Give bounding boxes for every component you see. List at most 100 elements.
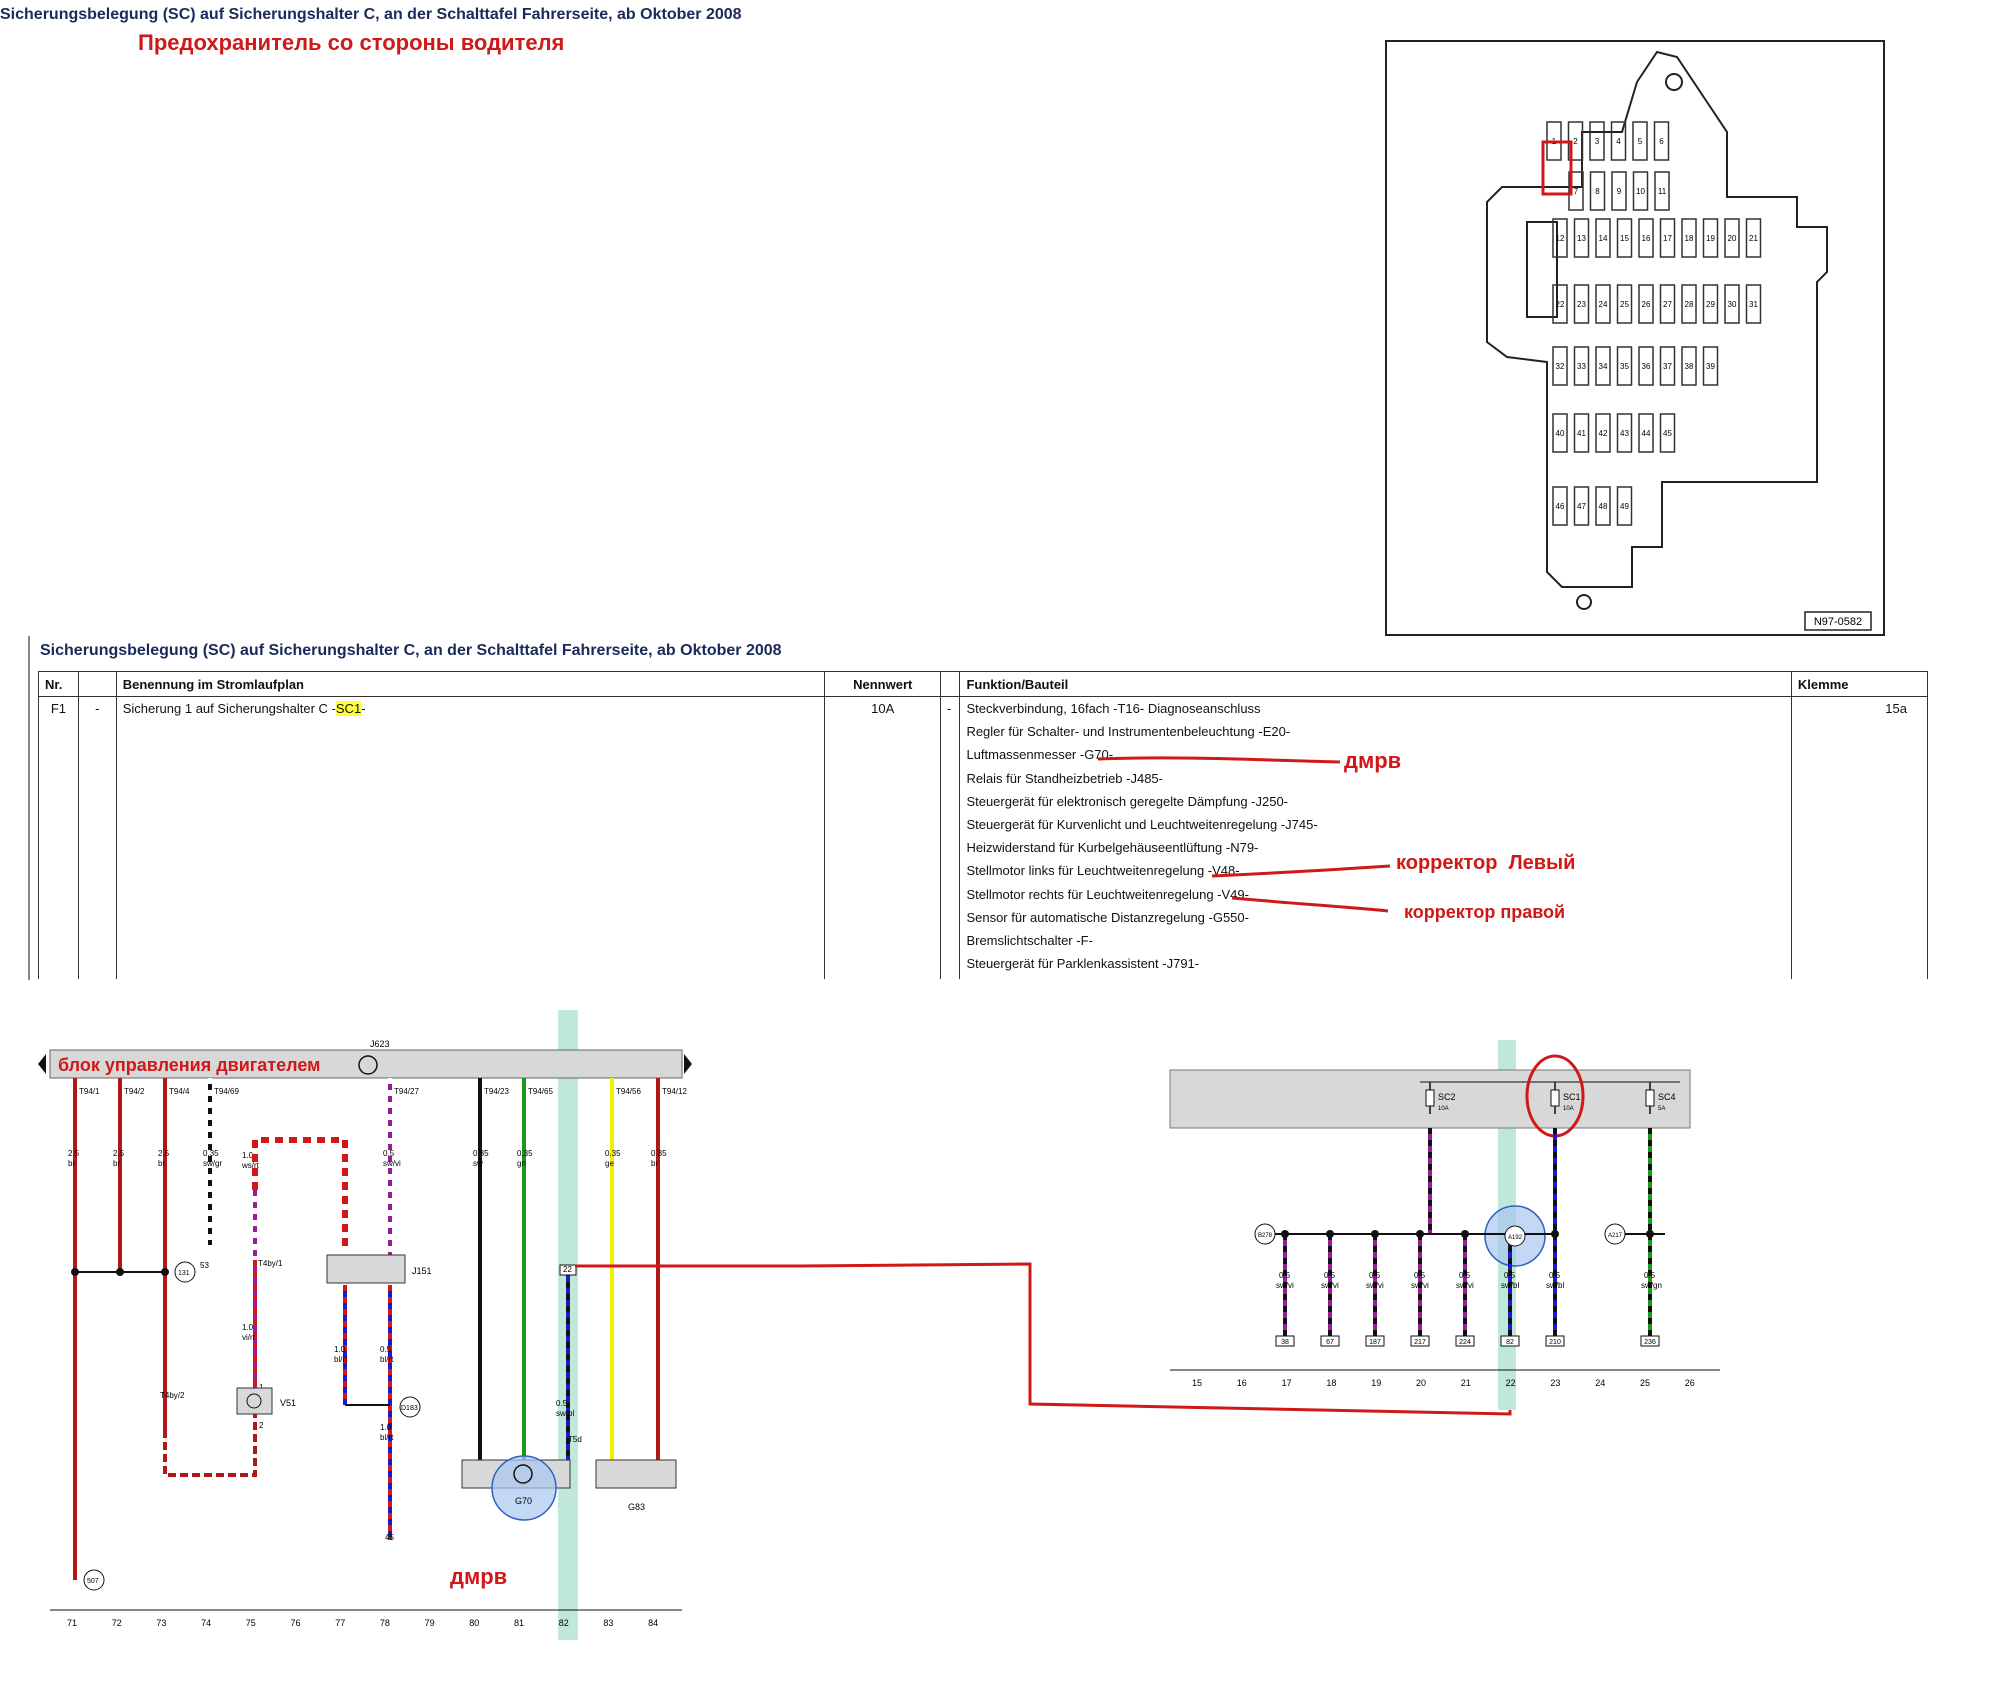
fuse-number: 37 (1663, 362, 1672, 371)
row-nr: F1 (38, 696, 79, 980)
wire-color: br (651, 1159, 658, 1168)
terminal-box (1500, 1335, 1520, 1347)
wire-size: 0.5 (1459, 1271, 1471, 1280)
wire-color: sw/vi (1321, 1281, 1339, 1290)
schematic-label: 0.5 (380, 1345, 392, 1354)
dmrv-label: дмрв (450, 1564, 507, 1589)
node-circle (1254, 1223, 1276, 1245)
fuse-slot (1573, 346, 1590, 386)
fuse-number: 3 (1595, 137, 1600, 146)
fuse-number: 45 (1663, 429, 1672, 438)
fuse-slot (1653, 121, 1670, 161)
ruler-tick: 16 (1237, 1378, 1247, 1388)
ruler-tick: 73 (156, 1618, 166, 1628)
row-klemme: 15a (1790, 696, 1929, 980)
terminal-label: 187 (1369, 1339, 1381, 1346)
g70-label: G70 (515, 1496, 532, 1506)
fuse-number: 7 (1574, 187, 1579, 196)
fuse-slot (1702, 218, 1719, 258)
ruler-tick: 81 (514, 1618, 524, 1628)
function-item: Bremslichtschalter -F- (966, 932, 1093, 948)
wire-size: 0.35 (517, 1149, 533, 1158)
g70-icon (513, 1464, 533, 1484)
wire-color: br (68, 1159, 75, 1168)
fuse-number: 47 (1577, 502, 1586, 511)
ruler-tick: 74 (201, 1618, 211, 1628)
fuse-number: 15 (1620, 234, 1629, 243)
wire-pin: T94/12 (662, 1087, 687, 1096)
col-dash (77, 671, 117, 697)
annotation-left-corrector: корректор Левый (1396, 852, 1576, 874)
ruler-tick: 23 (1550, 1378, 1560, 1388)
fuse-table: Nr. Benennung im Stromlaufplan Nennwert … (38, 671, 1929, 980)
terminal-box (1320, 1335, 1340, 1347)
fuse-slot (1616, 413, 1633, 453)
fuse-number: 8 (1595, 187, 1600, 196)
ruler-tick: 25 (1640, 1378, 1650, 1388)
fuse-value: 10A (1563, 1106, 1574, 1112)
fuse-slot (1616, 486, 1633, 526)
g70-highlight-circle (491, 1455, 557, 1521)
fuse-slot (1573, 413, 1590, 453)
node-circle (1504, 1225, 1526, 1247)
row-name-prefix: Sicherung 1 auf Sicherungshalter C - (122, 701, 336, 716)
wire-group-right: SC210ASC110ASC45A0.5sw/vi380.5sw/vi670.5… (1254, 1082, 1676, 1347)
wire-size: 0.35 (605, 1149, 621, 1158)
wire-pin: T94/2 (124, 1087, 145, 1096)
fuse-table-panel: Sicherungsbelegung (SC) auf Sicherungsha… (28, 636, 1930, 980)
function-item: Steckverbindung, 16fach -T16- Diagnosean… (966, 701, 1261, 716)
wire-color: sw (473, 1159, 483, 1168)
fuse-number: 23 (1577, 300, 1586, 309)
schematic-label: ws/rt (241, 1161, 260, 1170)
fuse-number: 31 (1749, 300, 1758, 309)
wire-size: 0.35 (651, 1149, 667, 1158)
wire-pin: T94/69 (214, 1087, 239, 1096)
fuse-slot (1638, 413, 1654, 453)
junction-dot (116, 1268, 124, 1276)
function-item: Regler für Schalter- und Instrumentenbel… (966, 724, 1291, 740)
sensor-g83 (595, 1459, 677, 1489)
row-name-suffix: - (361, 701, 366, 716)
fuse-slot (1745, 218, 1762, 258)
wire-color: sw/bl (1546, 1281, 1564, 1290)
fuse-slot (1681, 346, 1697, 386)
fuse-slot (1702, 346, 1719, 386)
fuse-slot (1611, 171, 1627, 211)
terminal-box (1365, 1335, 1385, 1347)
wire-size: 0.5 (1279, 1271, 1291, 1280)
schematic-label: bl/rt (380, 1433, 394, 1442)
fuse-slot (1595, 284, 1611, 324)
fuse-slot (1573, 284, 1590, 324)
fuse-number: 24 (1599, 300, 1608, 309)
node-131 (174, 1261, 196, 1283)
fuse-number: 39 (1706, 362, 1715, 371)
fuse-label: SC4 (1658, 1092, 1676, 1102)
fuse-number: 42 (1599, 429, 1608, 438)
page-title: Sicherungsbelegung (SC) auf Sicherungsha… (0, 6, 742, 23)
schematic-label: 1.0 (242, 1151, 254, 1160)
schematic-label: T4by/1 (258, 1259, 283, 1268)
fuse-symbol (1550, 1089, 1560, 1107)
wire-size: 0.5 (1414, 1271, 1426, 1280)
ruler-tick: 80 (469, 1618, 479, 1628)
fuse-slot (1724, 218, 1740, 258)
ruler-tick: 82 (559, 1618, 569, 1628)
col-dash2 (940, 671, 961, 697)
fuse-number: 4 (1616, 137, 1621, 146)
ruler-tick: 22 (1506, 1378, 1516, 1388)
fuse-number: 34 (1599, 362, 1608, 371)
wire-size: 0.5 (383, 1149, 395, 1158)
fuse-value: 10A (1438, 1106, 1449, 1112)
fuse-symbol (1425, 1089, 1435, 1107)
schematic-label: bl/rt (334, 1355, 348, 1364)
wire-pin: T94/65 (528, 1087, 553, 1096)
terminal-box (1275, 1335, 1295, 1347)
fuse-slot (1552, 346, 1568, 386)
wire-size: 0.5 (1549, 1271, 1561, 1280)
ruler-tick: 71 (67, 1618, 77, 1628)
schematic-label: 45 (385, 1533, 394, 1542)
node-circle (1604, 1223, 1626, 1245)
schematic-label: 1.0 (380, 1423, 392, 1432)
fuse-number: 22 (1556, 300, 1565, 309)
